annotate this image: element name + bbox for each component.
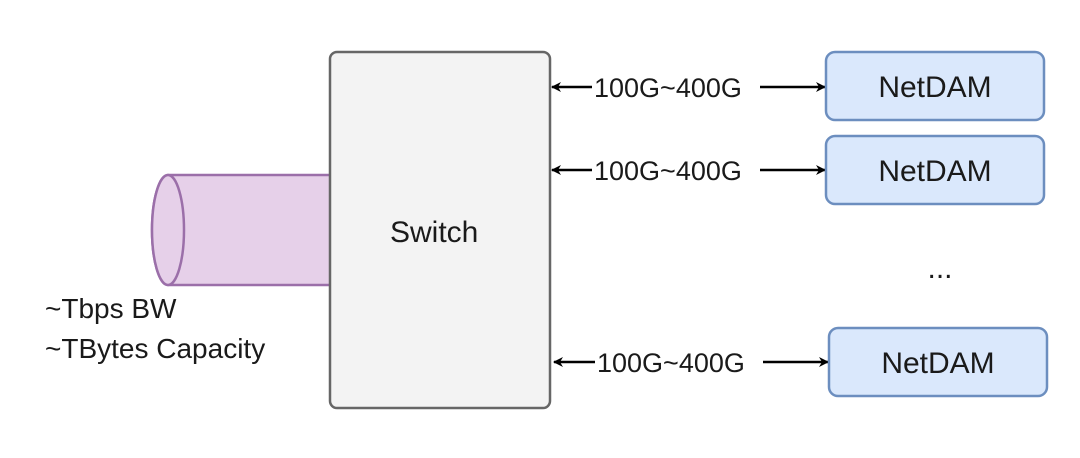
netdam-node-1-box	[824, 50, 1046, 122]
link-2-label: 100G~400G	[594, 156, 742, 186]
link-1: 100G~400G	[551, 73, 826, 103]
netdam-node-1: NetDAM	[824, 50, 1046, 122]
netdam-node-3: NetDAM	[827, 326, 1049, 398]
link-3: 100G~400G	[553, 348, 829, 378]
link-3-label: 100G~400G	[597, 348, 745, 378]
link-2: 100G~400G	[551, 156, 826, 186]
switch-box	[328, 50, 552, 410]
netdam-node-3-label: NetDAM	[881, 347, 994, 380]
capacity-label: ~TBytes Capacity	[45, 333, 265, 364]
bandwidth-label: ~Tbps BW	[45, 293, 177, 324]
netdam-node-1-label: NetDAM	[878, 71, 991, 104]
link-1-label: 100G~400G	[594, 73, 742, 103]
netdam-node-2: NetDAM	[824, 134, 1046, 206]
netdam-node-3-box	[827, 326, 1049, 398]
ellipsis: ...	[927, 252, 952, 285]
netdam-node-2-box	[824, 134, 1046, 206]
netdam-node-2-label: NetDAM	[878, 155, 991, 188]
storage-cylinder-cap	[150, 173, 186, 287]
switch-label: Switch	[390, 216, 478, 249]
